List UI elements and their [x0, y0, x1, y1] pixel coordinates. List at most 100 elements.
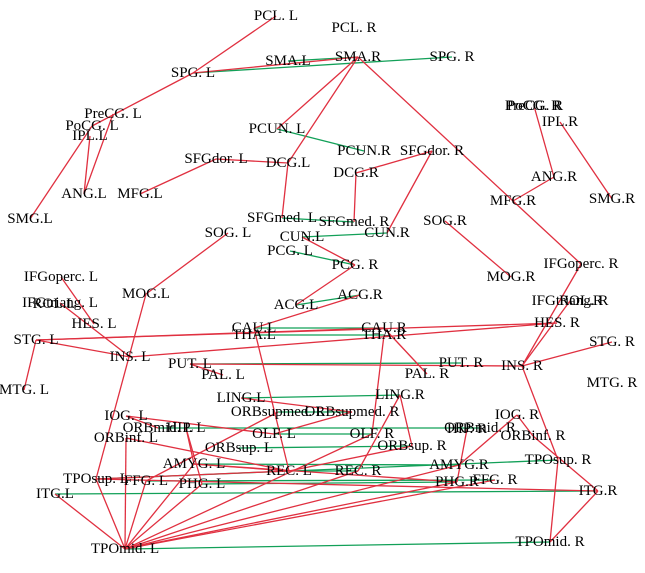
node-label-ffg-r: FFG. R	[472, 472, 517, 488]
node-label-ifgoperc-l: IFGoperc. L	[24, 269, 98, 285]
edge-iog-l-orbmid-l	[125, 415, 159, 429]
node-label-cun-l: CUN.L	[280, 229, 325, 245]
edge-ffg-r-tpomid-l	[124, 479, 496, 550]
edge-sfgdor-l-dcg-l	[215, 158, 289, 164]
node-label-sog-l: SOG. L	[205, 225, 252, 241]
node-label-ling-l: LING.L	[217, 390, 266, 406]
edge-pal-r-cau-r	[383, 327, 428, 375]
node-label-hes-l: HES. L	[72, 316, 117, 332]
node-label-pcun-r: PCUN.R	[337, 143, 391, 159]
edge-stg-l-cau-r	[35, 327, 385, 341]
node-label-phg-r: PHG.R	[435, 474, 479, 490]
node-label-amyg-l: AMYG. L	[163, 456, 226, 472]
node-label-sfgmed-r: SFGmed. R	[319, 214, 390, 230]
edge-phg-r-tpomid-l	[124, 481, 458, 550]
edge-ling-l-ling-r	[240, 394, 401, 399]
node-label-ffg-l: FFG. L	[124, 473, 168, 489]
node-label-pal-r: PAL. R	[405, 366, 449, 382]
node-label-pocg-r: PoCG. R	[507, 98, 561, 114]
edge-ifgoperc-l-hes-l	[60, 276, 95, 325]
edge-iog-r-orbinf-r	[516, 414, 534, 437]
edge-ins-r-put-l	[189, 363, 523, 367]
edge-amyg-l-amyg-r	[193, 463, 460, 466]
node-label-put-l: PUT. L	[168, 356, 212, 372]
node-label-sfgdor-l: SFGdor. L	[184, 151, 247, 167]
edge-pcl-l-spg-l	[192, 15, 277, 74]
node-label-stg-l: STG. L	[14, 332, 59, 348]
node-label-cun-r: CUN.R	[364, 225, 409, 241]
node-label-ipl-l: IPL.L	[72, 128, 107, 144]
node-label-tposup-l: TPOsup. L	[63, 471, 129, 487]
node-label-itg-r: ITG.R	[579, 483, 618, 499]
edge-pcg-r-acg-l	[295, 264, 356, 306]
edge-olf-r-tpomid-l	[124, 433, 373, 550]
node-label-hes-r: HES. R	[534, 315, 580, 331]
edge-ifgoperc-r-ins-r	[521, 263, 582, 367]
node-label-orbsupmed-r: ORBsupmed. R	[304, 404, 399, 420]
edge-phg-l-tpomid-l	[124, 483, 203, 550]
edge-tposup-l-tpomid-l	[95, 478, 126, 550]
edge-ipl-r-smg-r	[559, 121, 613, 200]
node-label-sfgmed-l: SFGmed. L	[247, 210, 317, 226]
node-label-ang-l: ANG.L	[61, 186, 106, 202]
node-label-orbsup-l: ORBsup. L	[205, 440, 273, 456]
edge-sog-l-mog-l	[145, 232, 229, 295]
node-label-pcun-l: PCUN. L	[249, 121, 306, 137]
edge-put-l-pal-l	[189, 363, 224, 376]
node-label-mfg-r: MFG.R	[490, 193, 536, 209]
node-label-ling-r: LING.R	[375, 387, 425, 403]
edge-itg-l-itg-r	[54, 490, 599, 495]
edge-tpomid-l-tpomid-r	[124, 541, 551, 550]
edge-mog-l-tposup-l	[95, 293, 147, 480]
node-label-ifgoperc-r: IFGoperc. R	[544, 256, 619, 272]
edge-tha-r-olf-r	[371, 334, 385, 435]
node-label-orbinf-r: ORBinf. R	[500, 428, 565, 444]
edge-pcun-l-pcun-r	[276, 128, 365, 152]
node-label-sma-l: SMA.L	[265, 53, 310, 69]
node-label-pocg-l: PoCG. L	[65, 118, 118, 134]
node-label-hip-l: HIP. L	[166, 420, 205, 436]
node-label-pcl-r: PCL. R	[331, 20, 376, 36]
edge-ang-r-mfg-r	[512, 176, 555, 202]
node-label-cau-l: CAU.L	[232, 320, 277, 336]
edge-tposup-r-tpomid-r	[549, 459, 559, 543]
edge-hip-l-amyg-l	[185, 427, 195, 465]
edges-layer	[23, 15, 613, 550]
node-label-itg-l: ITG.L	[36, 486, 74, 502]
node-label-ins-l: INS. L	[110, 349, 151, 365]
edge-ifgtriang-l-ins-l	[59, 302, 131, 358]
node-label-orbmid-r: ORBmid. R	[444, 420, 516, 436]
edge-cun-l-pcg-r	[301, 236, 356, 266]
edge-ifgtriang-r-ins-r	[521, 300, 571, 367]
edge-stg-r-ins-r	[521, 341, 613, 367]
edge-stg-l-ins-l	[35, 339, 131, 358]
edge-ling-r-orbsup-r	[399, 394, 413, 447]
node-label-pcg-r: PCG. R	[332, 257, 379, 273]
edge-hip-r-phg-r	[456, 428, 468, 483]
edge-sfgdor-r-cun-r	[386, 150, 433, 234]
node-label-smg-r: SMG.R	[589, 191, 635, 207]
node-label-ifgtriang-l: IFGtriang. L	[22, 295, 98, 311]
edge-ling-r-rec-r	[357, 394, 401, 472]
node-label-mtg-l: MTG. L	[0, 382, 49, 398]
edge-cun-l-cun-r	[301, 232, 388, 238]
node-label-put-r: PUT. R	[439, 355, 484, 371]
node-label-spg-r: SPG. R	[429, 49, 474, 65]
node-label-stg-r: STG. R	[589, 334, 635, 350]
node-label-mtg-r: MTG. R	[587, 375, 638, 391]
node-label-sfgdor-r: SFGdor. R	[400, 143, 464, 159]
node-label-ipl-r: IPL.R	[542, 114, 578, 130]
edge-itg-r-tpomid-r	[549, 490, 599, 543]
edge-itg-l-tpomid-l	[54, 493, 126, 550]
node-label-precg-r: PreCG. R	[505, 98, 563, 114]
node-label-dcg-l: DCG.L	[266, 155, 311, 171]
edge-phg-l-phg-r	[201, 481, 458, 485]
node-label-precg-l: PreCG. L	[84, 106, 142, 122]
edge-sfgdor-l-mfg-l	[139, 158, 217, 195]
node-label-iog-l: IOG. L	[104, 408, 147, 424]
edge-orbinf-l-rec-l	[125, 437, 290, 472]
edge-orbinf-l-tpomid-l	[124, 437, 127, 550]
node-label-sma-r: SMA.R	[335, 49, 381, 65]
edge-tposup-l-rec-l	[95, 470, 290, 480]
